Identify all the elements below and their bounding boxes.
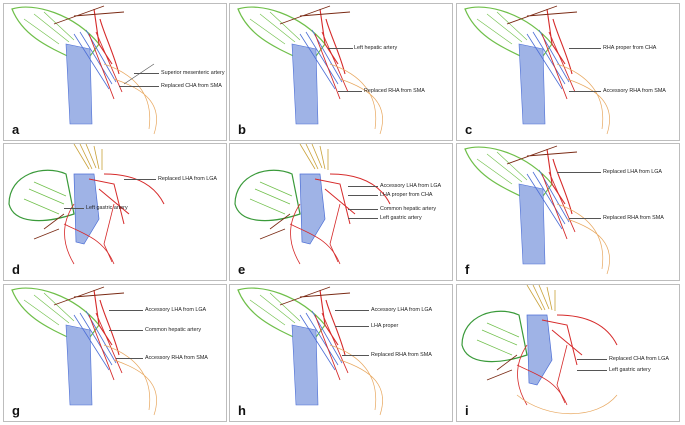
annotation-replaced-rha-from-sma: Replaced RHA from SMA [603, 215, 664, 221]
leader-line [557, 172, 601, 173]
annotation-replaced-cha-from-lga: Replaced CHA from LGA [609, 356, 669, 362]
panel-b: Left hepatic artery Replaced RHA from SM… [229, 3, 453, 141]
leader-line [348, 195, 378, 196]
panel-g: Accessory LHA from LGA Common hepatic ar… [3, 284, 227, 422]
leader-line [577, 370, 607, 371]
annotation-accessory-rha-from-sma: Accessory RHA from SMA [145, 355, 208, 361]
panel-label: h [238, 403, 246, 418]
leader-line [338, 91, 362, 92]
panel-label: d [12, 262, 20, 277]
panel-label: b [238, 122, 246, 137]
leader-line [348, 186, 378, 187]
annotation-left-gastric-artery: Left gastric artery [380, 215, 422, 221]
leader-line [335, 310, 369, 311]
annotation-accessory-rha-from-sma: Accessory RHA from SMA [603, 88, 666, 94]
leader-line [569, 91, 601, 92]
leader-line [64, 208, 84, 209]
annotation-replaced-lha-from-lga: Replaced LHA from LGA [603, 169, 663, 175]
annotation-replaced-cha-from-sma: Replaced CHA from SMA [161, 83, 222, 89]
annotation-accessory-lha-from-lga: Accessory LHA from LGA [380, 183, 442, 189]
anatomy-drawing-i [461, 285, 618, 415]
leader-line [348, 218, 378, 219]
anatomy-drawing-h [237, 286, 383, 416]
panel-i: Replaced CHA from LGA Left gastric arter… [456, 284, 680, 422]
annotation-common-hepatic-artery: Common hepatic artery [380, 206, 437, 212]
annotation-common-hepatic-artery: Common hepatic artery [145, 327, 202, 333]
leader-line [109, 310, 143, 311]
annotation-replaced-rha-from-sma: Replaced RHA from SMA [371, 352, 432, 358]
anatomy-drawing-g [11, 286, 157, 416]
annotation-superior-mesenteric-artery: Superior mesenteric artery [161, 70, 225, 76]
leader-line [569, 48, 601, 49]
leader-line [335, 326, 369, 327]
leader-line [109, 330, 143, 331]
annotation-accessory-lha-from-lga: Accessory LHA from LGA [145, 307, 207, 313]
leader-line [569, 218, 601, 219]
panel-label: e [238, 262, 246, 277]
leader-line [116, 358, 143, 359]
anatomy-drawing-c [464, 5, 610, 135]
annotation-lha-proper: LHA proper [371, 323, 399, 329]
annotation-rha-proper-from-cha: RHA proper from CHA [603, 45, 657, 51]
panel-d: Replaced LHA from LGA Left gastric arter… [3, 143, 227, 281]
annotation-left-gastric-artery: Left gastric artery [609, 367, 651, 373]
anatomy-drawing-d [8, 144, 165, 265]
annotation-replaced-lha-from-lga: Replaced LHA from LGA [158, 176, 218, 182]
panel-c: RHA proper from CHA Accessory RHA from S… [456, 3, 680, 141]
leader-line [342, 355, 369, 356]
annotation-replaced-rha-from-sma: Replaced RHA from SMA [364, 88, 425, 94]
annotation-left-gastric-artery: Left gastric artery [86, 205, 128, 211]
panel-label: c [465, 122, 473, 137]
anatomy-drawing-a [11, 5, 157, 135]
annotation-lha-proper-from-cha: LHA proper from CHA [380, 192, 433, 198]
anatomy-drawing-f [464, 145, 610, 275]
panel-h: Accessory LHA from LGA LHA proper Replac… [229, 284, 453, 422]
anatomy-drawing-e [234, 144, 391, 265]
leader-line [134, 73, 159, 74]
annotation-accessory-lha-from-lga: Accessory LHA from LGA [371, 307, 433, 313]
panel-f: Replaced LHA from LGA Replaced RHA from … [456, 143, 680, 281]
leader-line [348, 209, 378, 210]
panel-label: g [12, 403, 20, 418]
panel-label: f [465, 262, 470, 277]
leader-line [119, 86, 159, 87]
panel-label: a [12, 122, 20, 137]
leader-line [124, 179, 156, 180]
anatomy-drawing-b [237, 5, 383, 135]
panel-a: Superior mesenteric artery Replaced CHA … [3, 3, 227, 141]
panel-label: i [465, 403, 469, 418]
panel-e: Accessory LHA from LGA LHA proper from C… [229, 143, 453, 281]
leader-line [577, 359, 607, 360]
leader-line [328, 48, 353, 49]
annotation-left-hepatic-artery: Left hepatic artery [354, 45, 398, 51]
